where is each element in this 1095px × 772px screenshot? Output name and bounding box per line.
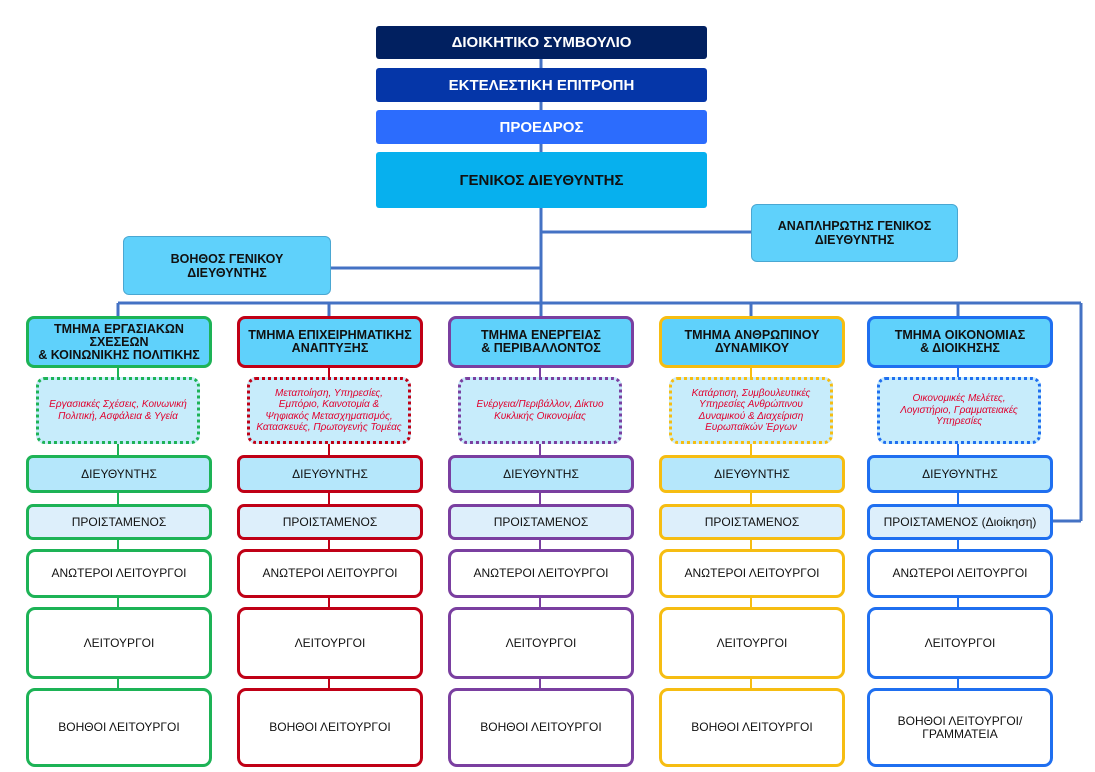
department-description-4: Κατάρτιση, Συμβουλευτικές Υπηρεσίες Ανθρ… — [669, 377, 833, 444]
department-title-1: ΤΜΗΜΑ ΕΡΓΑΣΙΑΚΩΝ ΣΧΕΣΕΩΝ & ΚΟΙΝΩΝΙΚΗΣ ΠΟ… — [26, 316, 212, 368]
director-box-2: ΔΙΕΥΘΥΝΤΗΣ — [237, 455, 423, 493]
officers-box-3: ΛΕΙΤΟΥΡΓΟΙ — [448, 607, 634, 679]
senior-officers-box-1: ΑΝΩΤΕΡΟΙ ΛΕΙΤΟΥΡΓΟΙ — [26, 549, 212, 598]
department-title-2: ΤΜΗΜΑ ΕΠΙΧΕΙΡΗΜΑΤΙΚΗΣ ΑΝΑΠΤΥΞΗΣ — [237, 316, 423, 368]
assistant-officers-box-2: ΒΟΗΘΟΙ ΛΕΙΤΟΥΡΓΟΙ — [237, 688, 423, 767]
president-box: ΠΡΟΕΔΡΟΣ — [376, 110, 707, 144]
director-box-5: ΔΙΕΥΘΥΝΤΗΣ — [867, 455, 1053, 493]
head-box-2: ΠΡΟΙΣΤΑΜΕΝΟΣ — [237, 504, 423, 540]
department-title-3: ΤΜΗΜΑ ΕΝΕΡΓΕΙΑΣ & ΠΕΡΙΒΑΛΛΟΝΤΟΣ — [448, 316, 634, 368]
executive-committee-box: ΕΚΤΕΛΕΣΤΙΚΗ ΕΠΙΤΡΟΠΗ — [376, 68, 707, 102]
department-title-5: ΤΜΗΜΑ ΟΙΚΟΝΟΜΙΑΣ & ΔΙΟΙΚΗΣΗΣ — [867, 316, 1053, 368]
department-description-5: Οικονομικές Μελέτες, Λογιστήριο, Γραμματ… — [877, 377, 1041, 444]
department-description-1: Εργασιακές Σχέσεις, Κοινωνική Πολιτική, … — [36, 377, 200, 444]
assistant-general-director-box: ΒΟΗΘΟΣ ΓΕΝΙΚΟΥ ΔΙΕΥΘΥΝΤΗΣ — [123, 236, 331, 295]
assistant-officers-box-5: ΒΟΗΘΟΙ ΛΕΙΤΟΥΡΓΟΙ/ ΓΡΑΜΜΑΤΕΙΑ — [867, 688, 1053, 767]
general-director-box: ΓΕΝΙΚΟΣ ΔΙΕΥΘΥΝΤΗΣ — [376, 152, 707, 208]
assistant-officers-box-3: ΒΟΗΘΟΙ ΛΕΙΤΟΥΡΓΟΙ — [448, 688, 634, 767]
senior-officers-box-2: ΑΝΩΤΕΡΟΙ ΛΕΙΤΟΥΡΓΟΙ — [237, 549, 423, 598]
department-description-2: Μεταποίηση, Υπηρεσίες, Εμπόριο, Καινοτομ… — [247, 377, 411, 444]
officers-box-4: ΛΕΙΤΟΥΡΓΟΙ — [659, 607, 845, 679]
department-description-3: Ενέργεια/Περιβάλλον, Δίκτυο Κυκλικής Οικ… — [458, 377, 622, 444]
assistant-officers-box-1: ΒΟΗΘΟΙ ΛΕΙΤΟΥΡΓΟΙ — [26, 688, 212, 767]
head-box-5: ΠΡΟΙΣΤΑΜΕΝΟΣ (Διοίκηση) — [867, 504, 1053, 540]
director-box-3: ΔΙΕΥΘΥΝΤΗΣ — [448, 455, 634, 493]
director-box-1: ΔΙΕΥΘΥΝΤΗΣ — [26, 455, 212, 493]
assistant-officers-box-4: ΒΟΗΘΟΙ ΛΕΙΤΟΥΡΓΟΙ — [659, 688, 845, 767]
director-box-4: ΔΙΕΥΘΥΝΤΗΣ — [659, 455, 845, 493]
department-title-4: ΤΜΗΜΑ ΑΝΘΡΩΠΙΝΟΥ ΔΥΝΑΜΙΚΟΥ — [659, 316, 845, 368]
board-box: ΔΙΟΙΚΗΤΙΚΟ ΣΥΜΒΟΥΛΙΟ — [376, 26, 707, 59]
officers-box-1: ΛΕΙΤΟΥΡΓΟΙ — [26, 607, 212, 679]
senior-officers-box-3: ΑΝΩΤΕΡΟΙ ΛΕΙΤΟΥΡΓΟΙ — [448, 549, 634, 598]
officers-box-2: ΛΕΙΤΟΥΡΓΟΙ — [237, 607, 423, 679]
head-box-1: ΠΡΟΙΣΤΑΜΕΝΟΣ — [26, 504, 212, 540]
senior-officers-box-5: ΑΝΩΤΕΡΟΙ ΛΕΙΤΟΥΡΓΟΙ — [867, 549, 1053, 598]
deputy-general-director-box: ΑΝΑΠΛΗΡΩΤΗΣ ΓΕΝΙΚΟΣ ΔΙΕΥΘΥΝΤΗΣ — [751, 204, 958, 262]
senior-officers-box-4: ΑΝΩΤΕΡΟΙ ΛΕΙΤΟΥΡΓΟΙ — [659, 549, 845, 598]
head-box-4: ΠΡΟΙΣΤΑΜΕΝΟΣ — [659, 504, 845, 540]
officers-box-5: ΛΕΙΤΟΥΡΓΟΙ — [867, 607, 1053, 679]
head-box-3: ΠΡΟΙΣΤΑΜΕΝΟΣ — [448, 504, 634, 540]
